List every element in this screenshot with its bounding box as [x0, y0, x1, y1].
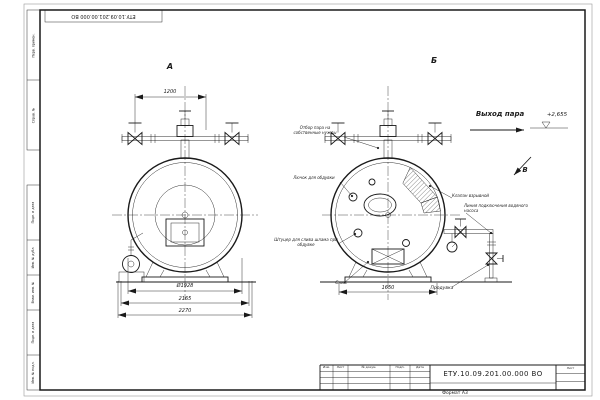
fittings: [348, 178, 410, 247]
valve-icon: [484, 252, 499, 265]
annotation-explosion-valve: Клапан взрывной: [452, 193, 490, 198]
annotation-steam-out: Выход пара: [475, 110, 525, 118]
annotation-blowdown: Продувка: [430, 286, 454, 291]
stamp-doc-number: ЕТУ.10.09.201.00.000 ВО: [71, 13, 136, 19]
tb-col-izm: Изм.: [322, 365, 331, 370]
annotation-sludge-drain: Штуцер для слива шлама при обдувке: [274, 237, 338, 247]
boiler-shell-rear: [330, 157, 446, 273]
dim-diameter: Ø1928: [176, 283, 194, 289]
annotation-blow-hatch: Лючок для обдувки: [293, 175, 335, 180]
margin-label-vzam-inv: Взам. инв. №: [31, 281, 35, 304]
manhole: [363, 193, 397, 217]
view-a-label: А: [166, 62, 174, 71]
dimensions-a: [117, 94, 253, 318]
supports-b: [320, 261, 512, 283]
tb-format-label: Формат А3: [442, 391, 468, 396]
tb-col-doc: № докум.: [361, 365, 377, 370]
annotation-steam-own-needs: Отбор пара на собственные нужды: [293, 125, 337, 135]
boiler-shell-front: [127, 157, 243, 273]
dim-1650: 1650: [381, 284, 395, 291]
valve-icon: [427, 131, 443, 146]
annotation-leaders: [337, 136, 493, 288]
margin-label-sprav-no: Справ. №: [31, 107, 35, 123]
elevation-mark: [530, 121, 568, 129]
tb-col-list: Лист: [336, 365, 345, 370]
bottom-hatch: [371, 248, 405, 265]
view-v-arrow: [513, 156, 532, 176]
tb-doc-number: ЕТУ.10.09.201.00.000 ВО: [443, 370, 543, 378]
valve-icon: [127, 131, 143, 146]
dim-1200: 1200: [163, 89, 177, 95]
margin-label-podp-data-2: Подп. и дата: [31, 321, 35, 344]
annotation-drain: Слив: [335, 281, 347, 286]
stamp-box: [44, 9, 163, 23]
dimensions-b: [338, 283, 438, 295]
valve-icon: [330, 131, 346, 146]
valve-icon: [224, 131, 240, 146]
margin-label-podp-data-1: Подп. и дата: [31, 201, 35, 224]
dim-2270: 2270: [178, 307, 192, 314]
blowdown-piping: [443, 218, 504, 283]
margin-cells: [26, 9, 41, 391]
dim-2165: 2165: [178, 295, 192, 302]
view-v-label: В: [522, 166, 528, 174]
valve-icon: [454, 225, 467, 239]
tb-col-data: Дата: [416, 365, 424, 370]
view-a: [112, 86, 258, 318]
margin-label-perv-primen: Перв. примен.: [31, 33, 35, 57]
tb-sheet-label: Лист: [566, 365, 575, 370]
margin-label-inv-dubl: Инв. № дубл.: [31, 246, 35, 269]
view-b: [320, 86, 512, 300]
margin-label-inv-podl: Инв. № подл.: [31, 361, 35, 384]
annotation-pump-line: Линия подключения водяного насоса: [464, 203, 528, 213]
title-block-grid: [319, 364, 585, 390]
view-b-label: Б: [430, 56, 438, 65]
steam-piping-b: [324, 110, 452, 159]
explosion-valve-area: [402, 166, 441, 214]
elevation-value: +2,655: [546, 112, 568, 118]
furnace-door: [165, 218, 205, 247]
tb-col-podp: Подп.: [395, 365, 405, 370]
steam-piping-a: [121, 110, 249, 159]
